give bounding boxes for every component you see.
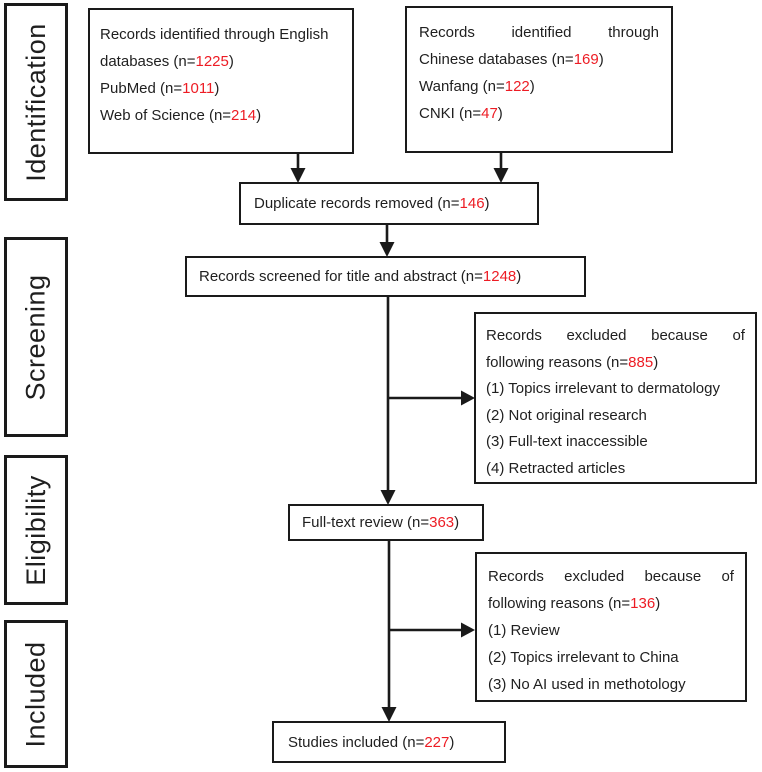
box-records-screened: Records screened for title and abstract … [185,256,586,297]
box-studies-included: Studies included (n=227) [272,721,506,763]
box-line: (3) Full-text inaccessible [486,433,648,450]
box-line: following reasons (n=885) [486,353,659,371]
box-line: Wanfang (n=122) [419,78,535,95]
box-line: (2) Topics irrelevant to China [488,649,679,666]
box-line: (3) No AI used in methotology [488,676,686,693]
stage-included: Included [4,620,68,768]
box-line: Full-text review (n=363) [302,514,460,531]
box-full-text-review: Full-text review (n=363) [288,504,484,541]
box-line: (4) Retracted articles [486,459,626,477]
box-line: Chinese databases (n=169) [419,51,604,68]
arrow-screened-to-fulltext [380,297,396,505]
arrow-english-to-duplicates [290,153,306,183]
stage-screening-label: Screening [20,273,51,401]
box-english-databases: Records identified through English databa… [88,8,354,154]
box-line: Duplicate records removed (n=146) [254,195,490,212]
box-line: (1) Topics irrelevant to dermatology [486,380,720,397]
stage-eligibility: Eligibility [4,455,68,605]
box-line: Records identified through English [100,26,329,43]
arrow-branch-to-excluded-screening [388,390,475,406]
box-line: databases (n=1225) [100,53,234,70]
stage-identification-label: Identification [20,22,51,182]
box-line: following reasons (n=136) [488,595,661,612]
stage-identification: Identification [4,3,68,201]
box-line: Studies included (n=227) [288,733,455,751]
stage-screening: Screening [4,237,68,437]
arrow-fulltext-to-included [381,541,397,722]
arrow-branch-to-excluded-fulltext [389,622,475,638]
box-line: PubMed (n=1011) [100,80,220,97]
arrow-duplicates-to-screened [379,225,395,257]
arrow-chinese-to-duplicates [493,152,509,183]
box-line: (1) Review [488,622,560,639]
stage-included-label: Included [20,640,51,748]
box-line: CNKI (n=47) [419,105,503,122]
box-line: Records screened for title and abstract … [199,268,522,285]
box-line: (2) Not original research [486,406,647,424]
box-duplicates-removed: Duplicate records removed (n=146) [239,182,539,225]
box-line: Web of Science (n=214) [100,107,262,124]
stage-eligibility-label: Eligibility [20,474,51,586]
